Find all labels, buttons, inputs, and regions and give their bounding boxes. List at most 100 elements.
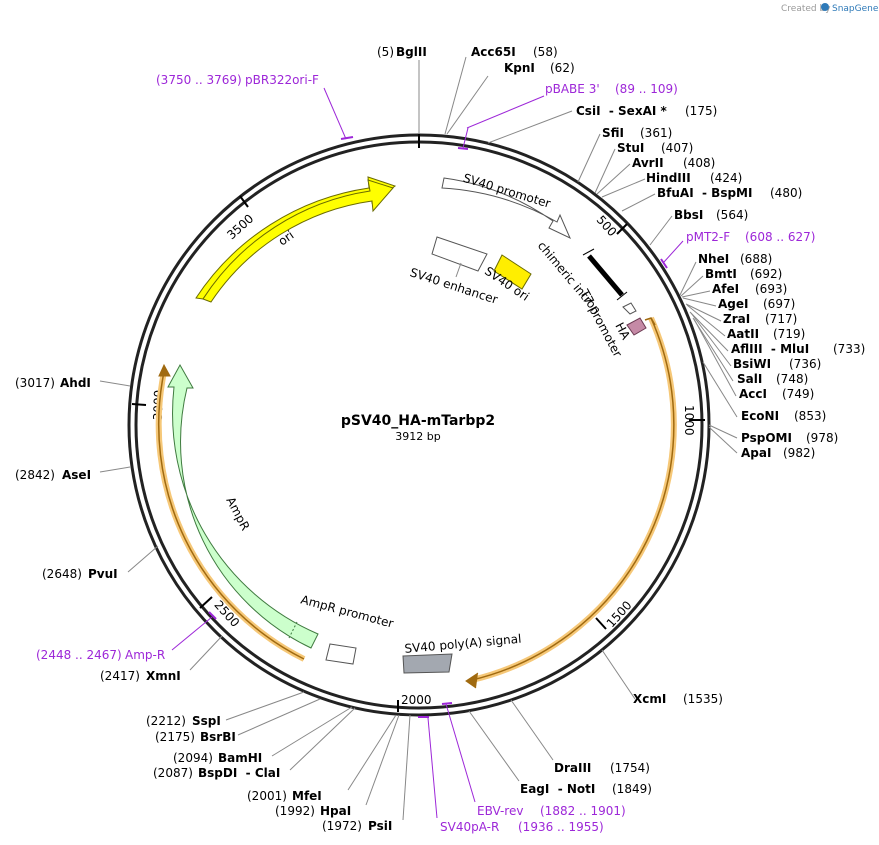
sv40-enhancer-leader [455, 262, 462, 278]
primer-leaders [171, 87, 684, 819]
site-mfei-pos: (2001) [247, 789, 287, 803]
tick-label-1000: 1000 [682, 405, 696, 436]
site-kpni-name[interactable]: KpnI [504, 61, 535, 75]
site-acc65i-pos: (58) [533, 45, 558, 59]
ampr-promoter-arrow[interactable] [325, 643, 357, 665]
leader-pbabe-3 [466, 95, 545, 129]
site-eagi-name[interactable]: EagI - NotI [520, 782, 595, 796]
site-zrai-name[interactable]: ZraI [723, 312, 750, 326]
insert-track[interactable] [471, 317, 675, 681]
site-bbsi-pos: (564) [716, 208, 748, 222]
site-sfii-name[interactable]: SfiI [602, 126, 624, 140]
site-xcmi-name[interactable]: XcmI [633, 692, 666, 706]
leader-stui [594, 148, 616, 194]
sv40-enhancer-box[interactable] [431, 236, 488, 272]
ampr-arrow[interactable] [167, 363, 319, 649]
site-bsiwi-pos: (736) [789, 357, 821, 371]
ha-box[interactable] [626, 317, 647, 336]
leader-asei [99, 466, 131, 473]
leader-pspomi [708, 424, 738, 439]
leader-hindiii [601, 178, 646, 198]
primer-ebv-rev-range: (1882 .. 1901) [540, 804, 626, 818]
tick-500 [616, 223, 628, 235]
primer-ebv-rev-name[interactable]: EBV-rev [477, 804, 523, 818]
primer-pbr322ori-f-name[interactable]: pBR322ori-F [245, 73, 319, 87]
site-hpai-name[interactable]: HpaI [320, 804, 351, 818]
site-acc65i-name[interactable]: Acc65I [471, 45, 516, 59]
site-sali-name[interactable]: SalI [737, 372, 762, 386]
leader-apai [708, 426, 738, 454]
site-xmni-name[interactable]: XmnI [146, 669, 181, 683]
site-avrii-name[interactable]: AvrII [632, 156, 664, 170]
site-sspi-name[interactable]: SspI [192, 714, 221, 728]
primer-amp-r-range: (2448 .. 2467) [36, 648, 122, 662]
site-bmti-name[interactable]: BmtI [705, 267, 737, 281]
sv40-ori-box[interactable] [493, 254, 532, 290]
primer-mark-ebv-rev [441, 702, 453, 705]
sv40-promoter-arrow[interactable] [441, 177, 571, 240]
primer-marks [208, 136, 668, 718]
site-bfuai-name[interactable]: BfuAI - BspMI [657, 186, 752, 200]
t7-promoter-arrow[interactable] [622, 302, 637, 315]
site-sali-pos: (748) [776, 372, 808, 386]
insert-track-arrowhead [465, 672, 479, 689]
site-agei-name[interactable]: AgeI [718, 297, 748, 311]
primer-mark-amp-r [208, 611, 217, 620]
site-bamhi-name[interactable]: BamHI [218, 751, 262, 765]
primer-pmt2-f-name[interactable]: pMT2-F [686, 230, 730, 244]
primer-amp-r-name[interactable]: Amp-R [125, 648, 165, 662]
chimeric-intron-start-tick [582, 248, 595, 256]
site-draiii-name[interactable]: DraIII [554, 761, 591, 775]
primer-mark-pbabe-3 [457, 147, 469, 150]
site-acci-name[interactable]: AccI [739, 387, 767, 401]
chimeric-intron-bar[interactable] [587, 254, 624, 297]
tick-2500 [199, 596, 213, 609]
site-mfei-name[interactable]: MfeI [292, 789, 322, 803]
site-bglii-pos: (5) [377, 45, 394, 59]
site-psii-name[interactable]: PsiI [368, 819, 392, 833]
site-zrai-pos: (717) [765, 312, 797, 326]
site-hindiii-name[interactable]: HindIII [646, 171, 691, 185]
site-bbsi-name[interactable]: BbsI [674, 208, 703, 222]
insert-track-start-cap [644, 317, 656, 326]
site-econi-name[interactable]: EcoNI [741, 409, 779, 423]
leader-amp-r [171, 616, 213, 651]
site-clai-name[interactable]: BspDI - ClaI [198, 766, 280, 780]
leader-csii [487, 110, 573, 144]
site-ahdi-pos: (3017) [15, 376, 55, 390]
ampr-track[interactable] [157, 371, 305, 660]
site-pspomi-pos: (978) [806, 431, 838, 445]
site-afei-name[interactable]: AfeI [712, 282, 739, 296]
site-bglii-name[interactable]: BglII [396, 45, 427, 59]
primer-sv40pa-r-name[interactable]: SV40pA-R [440, 820, 499, 834]
tick-3500 [239, 195, 249, 208]
ampr-track-arrowhead [158, 363, 171, 377]
tick-label-500: 500 [594, 213, 620, 239]
ampr-promoter-label: AmpR promoter [299, 592, 395, 630]
site-pspomi-name[interactable]: PspOMI [741, 431, 792, 445]
leader-kpni [446, 75, 489, 135]
site-ahdi-name[interactable]: AhdI [60, 376, 91, 390]
site-econi-pos: (853) [794, 409, 826, 423]
primer-mark-pmt2-f [660, 258, 668, 269]
site-pvui-name[interactable]: PvuI [88, 567, 118, 581]
site-bsiwi-name[interactable]: BsiWI [733, 357, 771, 371]
site-apai-name[interactable]: ApaI [741, 446, 771, 460]
site-csii-name[interactable]: CsiI - SexAI * [576, 104, 667, 118]
site-bamhi-pos: (2094) [173, 751, 213, 765]
site-afliii-name[interactable]: AflIII - MluI [731, 342, 809, 356]
sv40-polya-box[interactable] [402, 653, 453, 674]
site-bsrbi-name[interactable]: BsrBI [200, 730, 236, 744]
tick-3000 [131, 403, 147, 406]
site-aatii-name[interactable]: AatII [727, 327, 759, 341]
site-asei-name[interactable]: AseI [62, 468, 91, 482]
site-nhei-name[interactable]: NheI [698, 252, 729, 266]
sv40-polya-label: SV40 poly(A) signal [404, 632, 522, 656]
credit-brand: SnapGene [832, 4, 879, 14]
primer-pbabe-3-range: (89 .. 109) [615, 82, 678, 96]
site-csii-pos: (175) [685, 104, 717, 118]
leader-pbr322ori-f [323, 87, 347, 140]
site-stui-name[interactable]: StuI [617, 141, 644, 155]
primer-pbabe-3-name[interactable]: pBABE 3' [545, 82, 600, 96]
